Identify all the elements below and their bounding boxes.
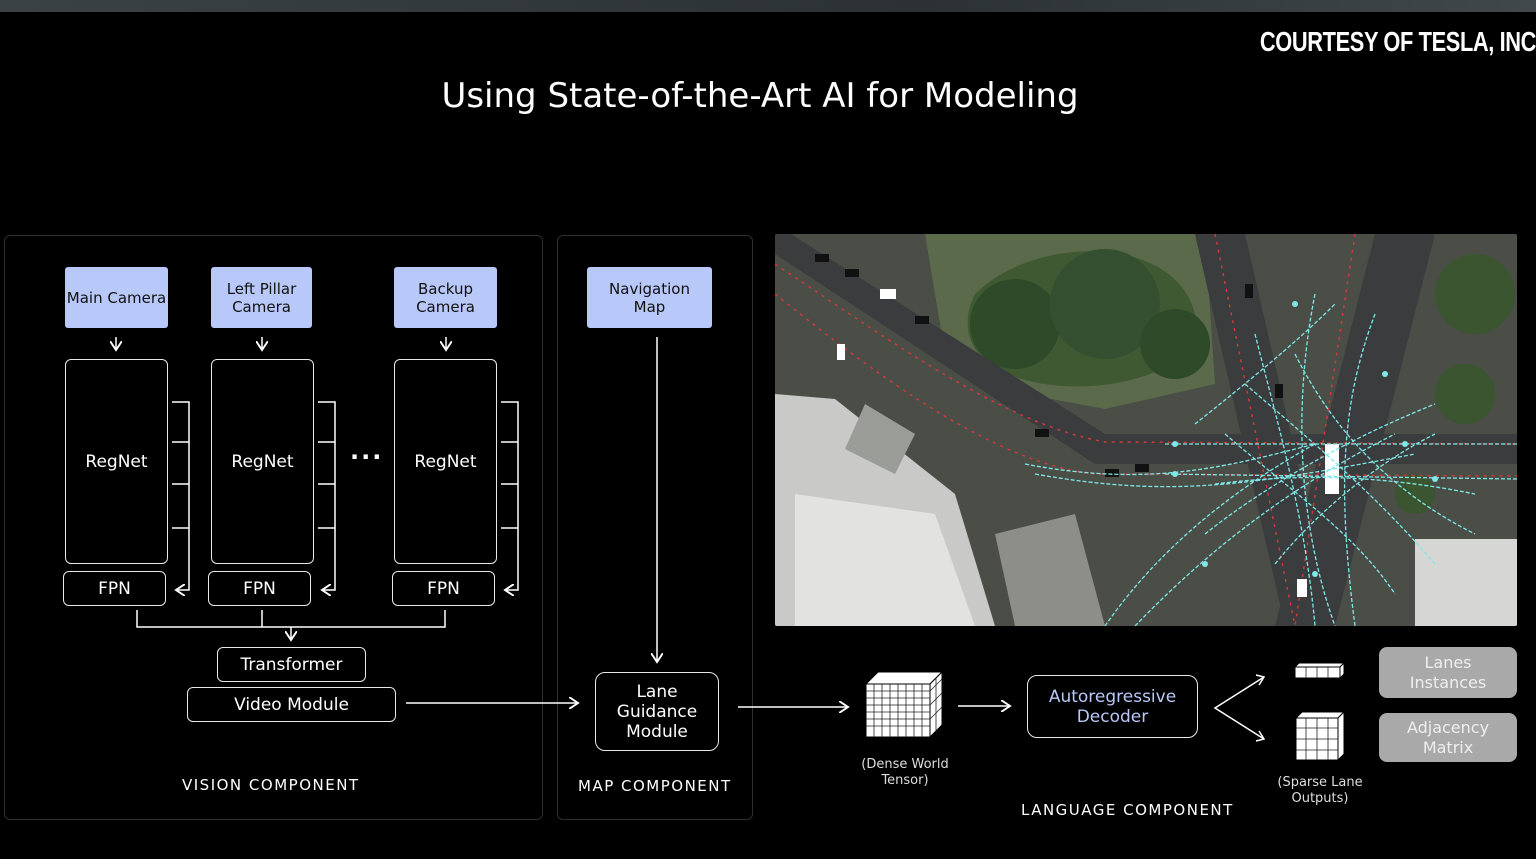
- regnet-block-2: RegNet: [211, 359, 314, 564]
- slide-title: Using State-of-the-Art AI for Modeling: [441, 76, 1079, 116]
- vision-panel: [4, 235, 543, 820]
- language-component-caption: LANGUAGE COMPONENT: [1021, 801, 1234, 819]
- fpn-block-3: FPN: [392, 571, 495, 606]
- adjacency-matrix-box: Adjacency Matrix: [1379, 713, 1517, 762]
- fpn-block-2: FPN: [208, 571, 311, 606]
- sparse-lane-outputs-label: (Sparse Lane Outputs): [1277, 775, 1363, 806]
- map-panel: [557, 235, 753, 820]
- autoregressive-decoder-block: Autoregressive Decoder: [1027, 675, 1198, 738]
- navigation-map-box: Navigation Map: [587, 267, 712, 328]
- aerial-lane-map-graphic: [775, 234, 1517, 626]
- map-component-caption: MAP COMPONENT: [578, 777, 732, 795]
- left-pillar-camera-box: Left Pillar Camera: [211, 267, 312, 328]
- vision-component-caption: VISION COMPONENT: [182, 776, 360, 794]
- video-module-block: Video Module: [187, 687, 396, 722]
- transformer-block: Transformer: [217, 647, 366, 682]
- regnet-block-3: RegNet: [394, 359, 497, 564]
- regnet-block-1: RegNet: [65, 359, 168, 564]
- lane-guidance-module-block: Lane Guidance Module: [595, 672, 719, 751]
- lanes-instances-box: Lanes Instances: [1379, 647, 1517, 698]
- ellipsis: ···: [350, 443, 384, 471]
- dense-world-tensor-label: (Dense World Tensor): [861, 757, 949, 788]
- top-bar: [0, 0, 1536, 12]
- fpn-block-1: FPN: [63, 571, 166, 606]
- courtesy-label: COURTESY OF TESLA, INC: [1259, 26, 1536, 57]
- backup-camera-box: Backup Camera: [394, 267, 497, 328]
- main-camera-box: Main Camera: [65, 267, 168, 328]
- aerial-lane-map-image: [775, 234, 1517, 626]
